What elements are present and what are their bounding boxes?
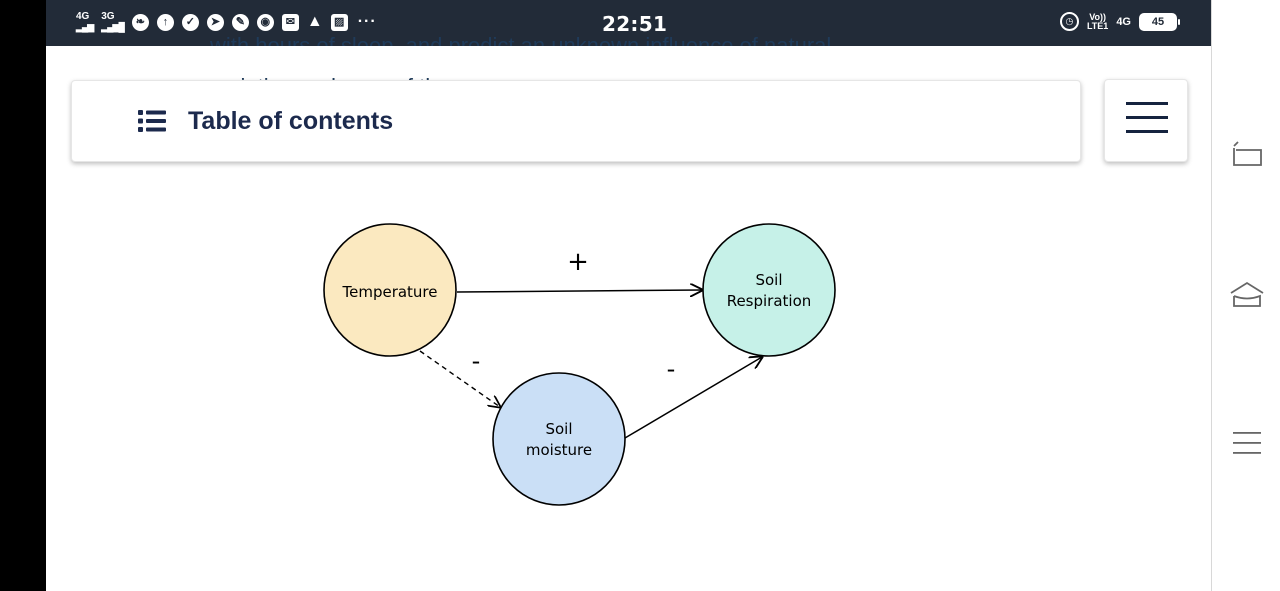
- node-label-soil-moisture-2: moisture: [526, 441, 592, 459]
- toc-title: Table of contents: [188, 107, 394, 135]
- node-label-soil-respiration-1: Soil: [755, 271, 782, 289]
- gmail-icon: ✉: [281, 13, 299, 31]
- body-text-line: with hours of sleep, and predict an unkn…: [210, 24, 1090, 46]
- status-icons-right: ◷ Vo)) LTE1 4G 45: [1059, 11, 1180, 31]
- status-icons-left: 4G ▂▄▆ 3G ▂▄▆█ ❧ ↑ ✓ ➤ ✎ ◉ ✉ ▲ ▨ ···: [76, 11, 377, 33]
- check-icon: ✓: [181, 13, 199, 31]
- signal-4g-right-icon: 4G: [1116, 15, 1131, 28]
- battery-level: 45: [1151, 15, 1165, 28]
- upload-icon: ↑: [156, 13, 174, 31]
- volte-label: Vo)): [1089, 11, 1107, 22]
- edge-moisture-respiration: [624, 357, 762, 439]
- chrome-icon: ◉: [256, 13, 274, 31]
- warning-icon: ▲: [306, 13, 323, 30]
- status-bar: 4G ▂▄▆ 3G ▂▄▆█ ❧ ↑ ✓ ➤ ✎ ◉ ✉ ▲ ▨ ··· 22:…: [46, 0, 1211, 46]
- battery-icon: 45: [1139, 12, 1180, 31]
- node-label-soil-respiration-2: Respiration: [727, 292, 812, 310]
- back-icon[interactable]: [1230, 138, 1264, 172]
- compass-icon: ✎: [231, 13, 249, 31]
- body-text: with hours of sleep, and predict an unkn…: [210, 33, 832, 46]
- causal-diagram: + - - Temperature Soil Respiration Soil …: [323, 223, 836, 506]
- alarm-icon: ◷: [1059, 12, 1079, 31]
- recents-icon[interactable]: [1230, 426, 1264, 460]
- hamburger-icon: [1126, 102, 1168, 133]
- node-soil-respiration: [702, 223, 836, 357]
- edge-label-positive: +: [567, 247, 589, 277]
- home-icon[interactable]: [1230, 279, 1264, 313]
- clock: 22:51: [602, 12, 668, 36]
- signal-4g-icon: 4G ▂▄▆: [76, 11, 94, 33]
- lte-label: LTE1: [1086, 20, 1109, 31]
- node-temperature: [323, 223, 457, 357]
- more-notifications-icon: ···: [357, 13, 377, 30]
- hamburger-menu-button[interactable]: [1104, 79, 1188, 162]
- edge-label-negative: -: [472, 347, 481, 375]
- edge-temperature-respiration: [456, 290, 702, 292]
- gallery-icon: ▨: [330, 13, 348, 31]
- network-type-label: 4G: [76, 11, 90, 22]
- system-navigation-bar: [1211, 0, 1280, 591]
- telegram-icon: ➤: [206, 13, 224, 31]
- node-label-temperature: Temperature: [341, 283, 437, 301]
- edge-temperature-moisture: [419, 350, 500, 407]
- network-type-label: 3G: [101, 11, 115, 22]
- list-icon: [138, 110, 166, 132]
- node-label-soil-moisture-1: Soil: [545, 420, 572, 438]
- edge-label-negative: -: [667, 355, 676, 383]
- signal-3g-icon: 3G ▂▄▆█: [101, 11, 125, 33]
- left-edge-bar: [0, 0, 46, 591]
- table-of-contents-toggle[interactable]: Table of contents: [71, 80, 1081, 162]
- volte-indicator: Vo)) LTE1: [1086, 11, 1109, 31]
- node-soil-moisture: [492, 372, 626, 506]
- leaf-app-icon: ❧: [131, 13, 149, 31]
